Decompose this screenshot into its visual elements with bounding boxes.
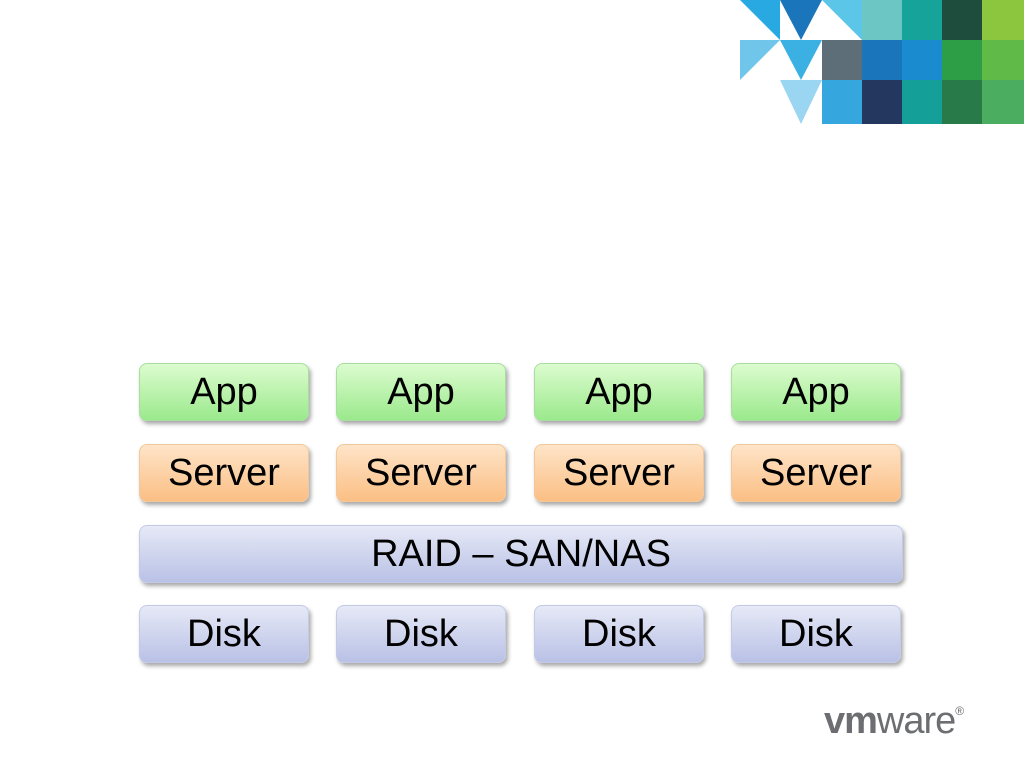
app-box-1: App [139, 363, 309, 421]
disk-label: Disk [582, 612, 656, 655]
disk-label: Disk [779, 612, 853, 655]
app-box-4: App [731, 363, 901, 421]
server-label: Server [365, 451, 477, 494]
disk-box-3: Disk [534, 605, 704, 663]
disk-label: Disk [384, 612, 458, 655]
logo-ware-text: ware [876, 700, 956, 742]
vmware-logo: vmware® [824, 700, 964, 743]
raid-san-nas-box: RAID – SAN/NAS [139, 525, 903, 583]
logo-registered-mark: ® [955, 704, 964, 718]
disk-box-1: Disk [139, 605, 309, 663]
server-label: Server [760, 451, 872, 494]
server-box-2: Server [336, 444, 506, 502]
brand-mosaic-graphic [740, 0, 1024, 124]
app-label: App [190, 370, 258, 413]
raid-label: RAID – SAN/NAS [371, 532, 671, 575]
disk-box-4: Disk [731, 605, 901, 663]
server-label: Server [563, 451, 675, 494]
server-box-1: Server [139, 444, 309, 502]
app-box-3: App [534, 363, 704, 421]
app-label: App [782, 370, 850, 413]
disk-box-2: Disk [336, 605, 506, 663]
logo-vm-text: vm [824, 700, 878, 742]
app-label: App [387, 370, 455, 413]
app-box-2: App [336, 363, 506, 421]
disk-label: Disk [187, 612, 261, 655]
server-label: Server [168, 451, 280, 494]
server-box-3: Server [534, 444, 704, 502]
app-label: App [585, 370, 653, 413]
server-box-4: Server [731, 444, 901, 502]
